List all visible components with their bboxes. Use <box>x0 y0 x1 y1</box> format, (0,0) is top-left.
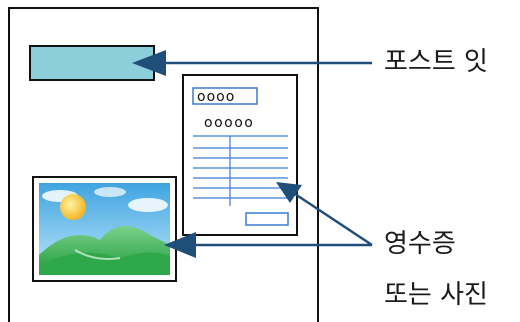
receipt-header-box <box>192 87 258 105</box>
receipt-line-items <box>193 135 288 206</box>
photo <box>32 176 177 282</box>
receipt-header-marks: oooo <box>197 89 235 105</box>
arrow-to-receipt <box>276 182 373 247</box>
receipt-total-box <box>245 212 289 226</box>
receipt: oooo ooooo <box>182 74 298 236</box>
receipt-title-marks: ooooo <box>204 115 254 131</box>
arrow-to-postit <box>132 50 372 76</box>
sun-icon <box>60 194 86 220</box>
arrow-to-photo <box>164 232 372 258</box>
postit-label: 포스트 잇 <box>384 47 488 77</box>
receipt-or-photo-label-line1: 영수증 <box>384 229 456 259</box>
receipt-or-photo-label-line2: 또는 사진 <box>384 280 488 310</box>
